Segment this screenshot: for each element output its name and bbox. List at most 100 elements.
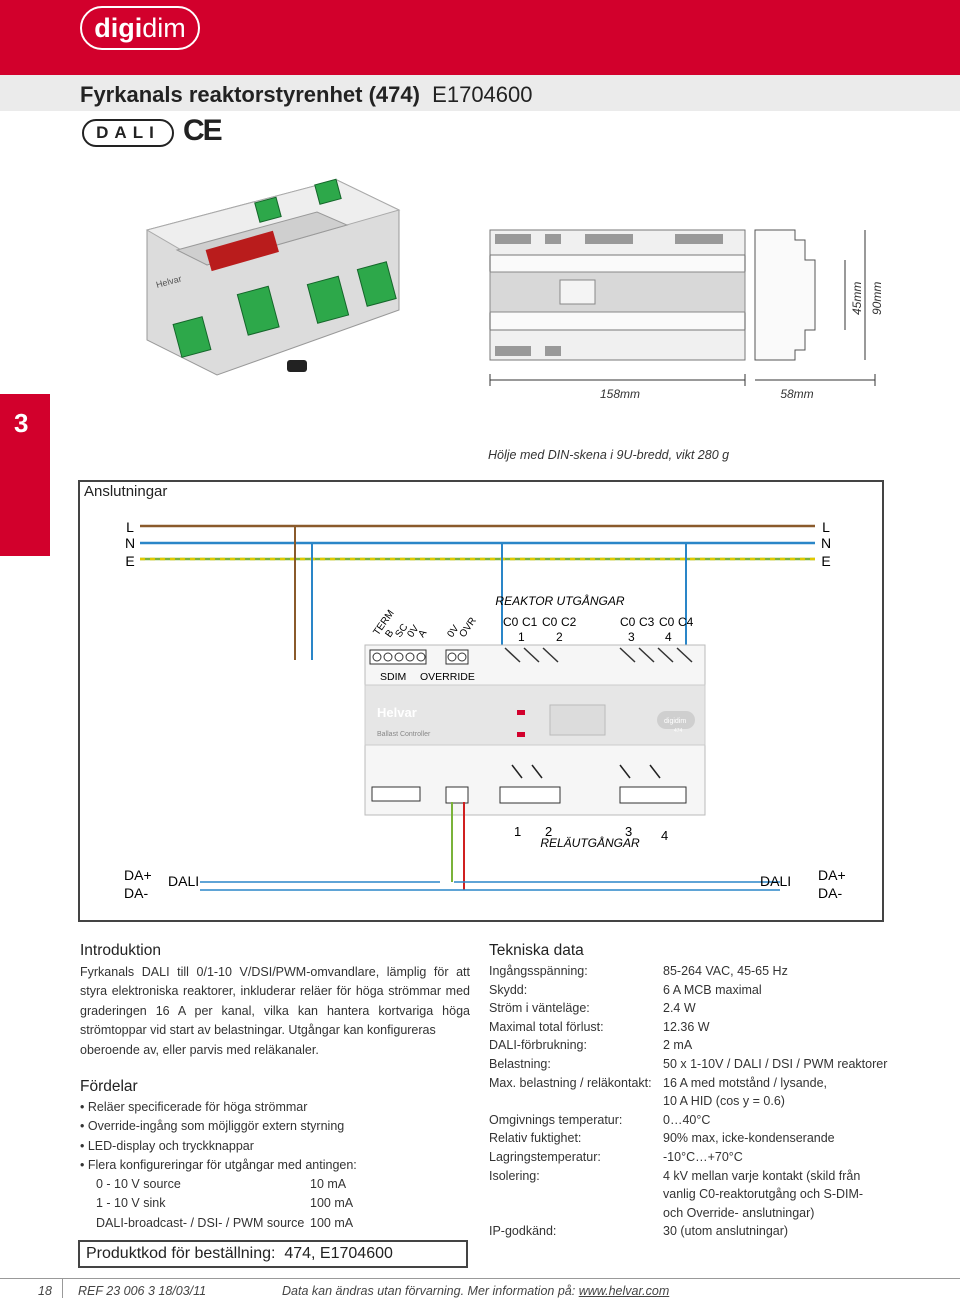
product-photo: Helvar bbox=[145, 178, 401, 376]
dim-height-2: 90mm bbox=[870, 282, 884, 315]
advantage-item: Override-ingång som möjliggör extern sty… bbox=[80, 1117, 470, 1136]
product-code-box: Produktkod för beställning: 474, E170460… bbox=[78, 1240, 468, 1268]
device-subtitle: Ballast Controller bbox=[377, 731, 431, 738]
out-label-c4: C4 bbox=[678, 615, 694, 629]
spec-value: och Override- anslutningar) bbox=[663, 1205, 815, 1220]
config-value: 100 mA bbox=[310, 1196, 354, 1211]
dim-width: 158mm bbox=[600, 387, 640, 401]
relay-num-3: 3 bbox=[625, 824, 632, 839]
spec-row: Belastning:50 x 1-10V / DALI / DSI / PWM… bbox=[489, 1055, 887, 1074]
spec-row: Max. belastning / reläkontakt: 16 A med m… bbox=[489, 1074, 887, 1093]
spec-row: Ingångsspänning:85-264 VAC, 45-65 Hz bbox=[489, 962, 887, 981]
spec-label: Skydd: bbox=[489, 982, 528, 997]
out-num-3: 3 bbox=[628, 630, 635, 644]
dali-logo: DALI bbox=[82, 119, 174, 147]
title-band bbox=[0, 75, 960, 111]
spec-value: 90% max, icke-kondenserande bbox=[663, 1131, 835, 1146]
relay-num-4: 4 bbox=[661, 828, 668, 843]
advantage-item: Flera konfigureringar för utgångar med a… bbox=[80, 1156, 470, 1175]
spec-row: Lagringstemperatur: -10°C…+70°C bbox=[489, 1148, 887, 1167]
page-number: 18 bbox=[38, 1284, 52, 1298]
config-value: 10 mA bbox=[310, 1177, 347, 1191]
reactor-outputs-title: REAKTOR UTGÅNGAR bbox=[495, 593, 624, 608]
spec-row: Maximal total förlust:12.36 W bbox=[489, 1018, 887, 1037]
sdim-label: SDIM bbox=[380, 671, 406, 683]
spec-row: IP-godkänd:30 (utom anslutningar) bbox=[489, 1222, 887, 1241]
spec-value: 6 A MCB maximal bbox=[663, 982, 762, 997]
out-num-2: 2 bbox=[556, 630, 563, 644]
spec-label: Lagringstemperatur: bbox=[489, 1149, 601, 1164]
spec-label: IP-godkänd: bbox=[489, 1224, 557, 1239]
product-code-title: E1704600 bbox=[432, 82, 533, 107]
product-code-label: Produktkod för beställning: bbox=[86, 1245, 276, 1262]
override-label: OVERRIDE bbox=[420, 671, 475, 683]
spec-value: 12.36 W bbox=[663, 1019, 710, 1034]
spec-value: -10°C…+70°C bbox=[663, 1149, 743, 1164]
config-label: 0 - 10 V source bbox=[96, 1177, 181, 1191]
out-label-c1: C1 bbox=[522, 615, 538, 629]
device-logo: digidim bbox=[664, 718, 686, 725]
da-plus-left: DA+ bbox=[124, 867, 152, 883]
config-value: 100 mA bbox=[310, 1215, 354, 1230]
spec-label: DALI-förbrukning: bbox=[489, 1038, 587, 1053]
relay-num-1: 1 bbox=[514, 824, 521, 839]
spec-label: Omgivnings temperatur: bbox=[489, 1112, 623, 1127]
label-n-right: N bbox=[821, 535, 831, 551]
footer-separator bbox=[62, 1278, 63, 1298]
device-brand: Helvar bbox=[377, 705, 417, 720]
spec-row: Omgivnings temperatur:0…40°C bbox=[489, 1111, 887, 1130]
spec-row: DALI-förbrukning:2 mA bbox=[489, 1036, 887, 1055]
relay-num-2: 2 bbox=[545, 824, 552, 839]
intro-text: Fyrkanals DALI till 0/1-10 V/DSI/PWM-omv… bbox=[80, 965, 470, 1038]
label-n-left: N bbox=[125, 535, 135, 551]
footer-rule bbox=[0, 1278, 960, 1279]
footer-note: Data kan ändras utan förvarning. Mer inf… bbox=[282, 1284, 670, 1298]
spec-row: Ström i vänteläge:2.4 W bbox=[489, 999, 887, 1018]
label-e-right: E bbox=[821, 553, 830, 569]
specs-table: Ingångsspänning:85-264 VAC, 45-65 Hz Sky… bbox=[489, 962, 887, 1241]
out-num-4: 4 bbox=[665, 630, 672, 644]
spec-label: Max. belastning / reläkontakt: bbox=[489, 1075, 652, 1090]
advantage-item: LED-display och tryckknappar bbox=[80, 1137, 470, 1156]
spec-label: Relativ fuktighet: bbox=[489, 1131, 582, 1146]
config-row: 0 - 10 V source 10 mA bbox=[96, 1175, 353, 1194]
document-ref: REF 23 006 3 18/03/11 bbox=[78, 1284, 207, 1298]
header-band bbox=[0, 0, 960, 75]
connections-frame bbox=[78, 480, 884, 922]
spec-label bbox=[489, 1204, 663, 1223]
spec-row: 10 A HID (cos y = 0.6) bbox=[489, 1092, 887, 1111]
device-model: 474 bbox=[674, 728, 683, 734]
intro-heading: Introduktion bbox=[80, 942, 161, 959]
product-code-value: 474, E1704600 bbox=[284, 1245, 393, 1262]
section-number: 3 bbox=[0, 394, 50, 556]
helvar-link[interactable]: www.helvar.com bbox=[578, 1284, 670, 1298]
out-label-c0-4: C0 bbox=[659, 615, 675, 629]
out-label-c0-1: C0 bbox=[503, 615, 519, 629]
spec-value: 10 A HID (cos y = 0.6) bbox=[663, 1094, 785, 1109]
out-label-c3: C3 bbox=[639, 615, 655, 629]
spec-row: Isolering:4 kV mellan varje kontakt (ski… bbox=[489, 1167, 887, 1186]
da-plus-right: DA+ bbox=[818, 867, 846, 883]
config-row: 1 - 10 V sink 100 mA bbox=[96, 1194, 353, 1213]
dali-label-right: DALI bbox=[760, 873, 791, 889]
spec-row: vanlig C0-reaktorutgång och S-DIM- bbox=[489, 1185, 887, 1204]
dim-height-1: 45mm bbox=[850, 282, 864, 315]
config-label: DALI-broadcast- / DSI- / PWM source bbox=[96, 1215, 305, 1230]
spec-value: 2.4 W bbox=[663, 1001, 696, 1016]
spec-value: 4 kV mellan varje kontakt (skild från bbox=[663, 1168, 861, 1183]
wiring-diagram: L N E L N E REAKTOR UTGÅNGAR C0 C1 C0 C2… bbox=[124, 519, 846, 901]
specs-heading: Tekniska data bbox=[489, 942, 584, 959]
label-e-left: E bbox=[125, 553, 134, 569]
term-label-ovr: OVR bbox=[457, 616, 478, 640]
config-label: 1 - 10 V sink bbox=[96, 1196, 166, 1211]
out-num-1: 1 bbox=[518, 630, 525, 644]
product-caption: Hölje med DIN-skena i 9U-bredd, vikt 280… bbox=[488, 448, 730, 462]
term-label-a: A bbox=[416, 628, 429, 640]
dimension-drawing: 158mm 58mm 45mm 90mm bbox=[489, 229, 884, 401]
spec-value: vanlig C0-reaktorutgång och S-DIM- bbox=[663, 1187, 864, 1202]
spec-row: Skydd: 6 A MCB maximal bbox=[489, 981, 887, 1000]
intro-text-2: oberoende av, eller parvis med reläkanal… bbox=[80, 1043, 319, 1057]
spec-value: 85-264 VAC, 45-65 Hz bbox=[663, 964, 788, 978]
spec-value: 16 A med motstånd / lysande, bbox=[663, 1075, 827, 1090]
da-minus-left: DA- bbox=[124, 885, 148, 901]
